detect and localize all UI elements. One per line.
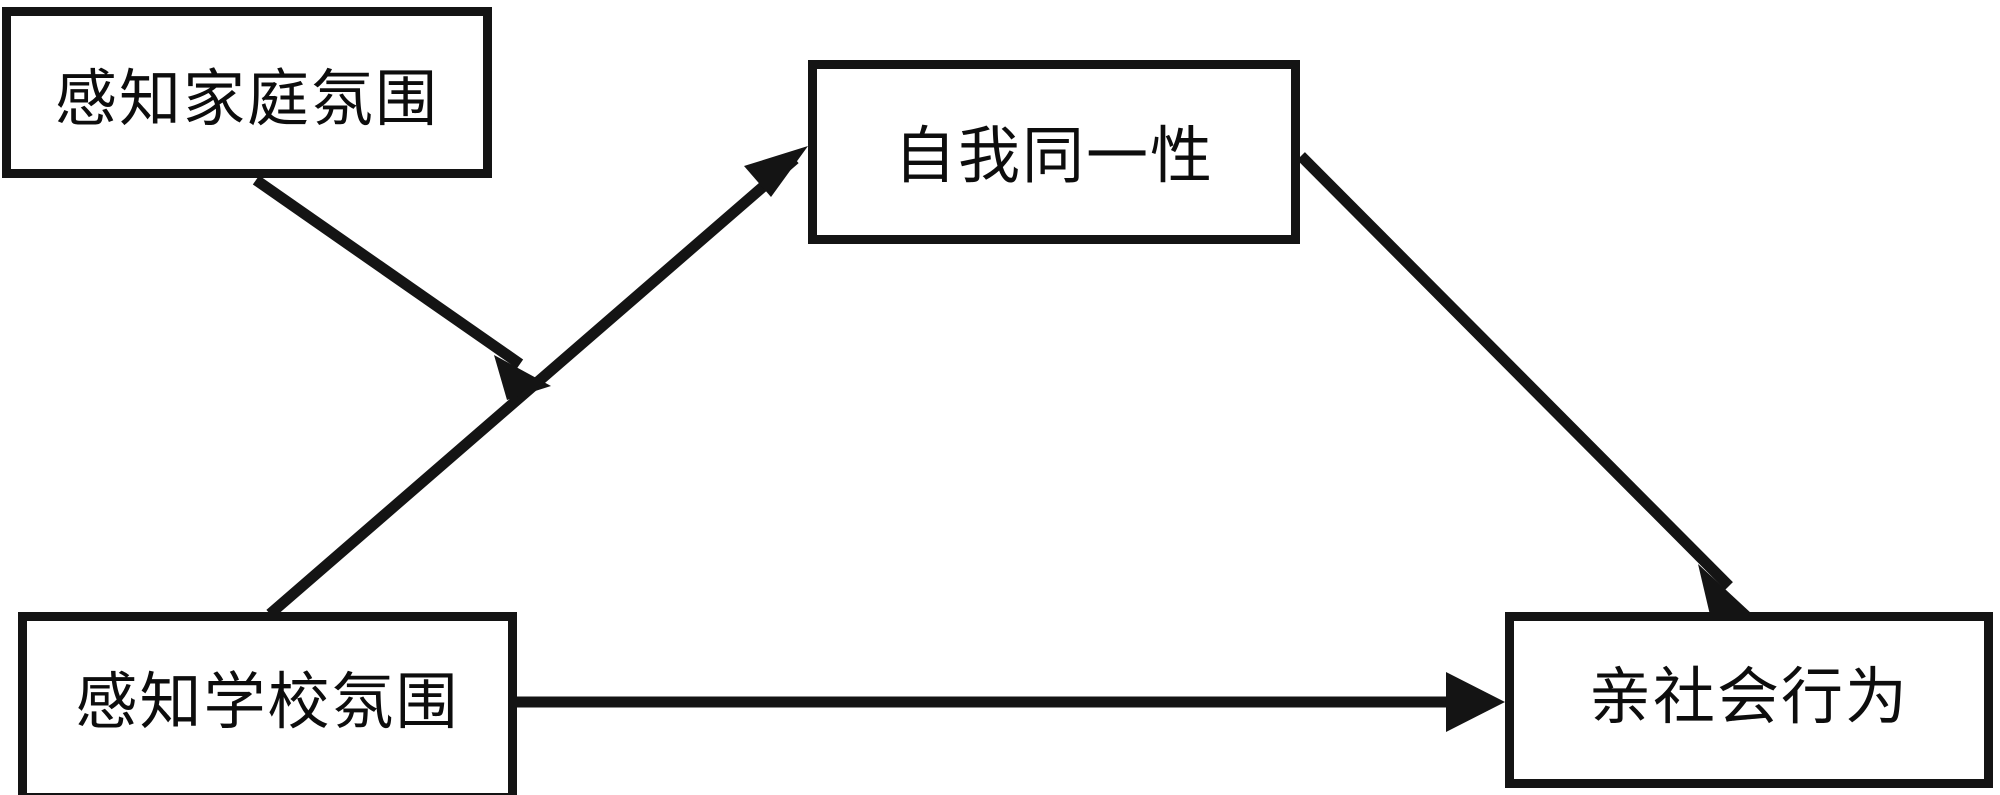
edge-school-to-prosocial-arrowhead (1446, 672, 1505, 732)
node-perceived-school-atmosphere[interactable]: 感知学校氛围 (18, 612, 517, 795)
node-label-identity: 自我同一性 (893, 123, 1214, 191)
node-prosocial-behavior[interactable]: 亲社会行为 (1505, 612, 1993, 788)
node-label-prosocial: 亲社会行为 (1588, 664, 1909, 732)
edge-identity-to-prosocial-arrowhead (1698, 564, 1752, 615)
edge-family-to-crossing[interactable] (252, 175, 551, 400)
edge-identity-to-prosocial-line (1297, 152, 1733, 590)
edge-school-to-prosocial[interactable] (515, 672, 1505, 732)
node-label-family: 感知家庭氛围 (54, 65, 439, 134)
node-label-school: 感知学校氛围 (75, 669, 460, 737)
edge-school-to-identity-arrowhead (744, 146, 808, 197)
node-self-identity[interactable]: 自我同一性 (808, 60, 1300, 244)
node-perceived-family-atmosphere[interactable]: 感知家庭氛围 (2, 7, 492, 178)
edge-identity-to-prosocial[interactable] (1297, 152, 1752, 615)
edge-family-to-crossing-arrowhead (494, 355, 551, 400)
edge-family-to-crossing-line (252, 175, 524, 369)
